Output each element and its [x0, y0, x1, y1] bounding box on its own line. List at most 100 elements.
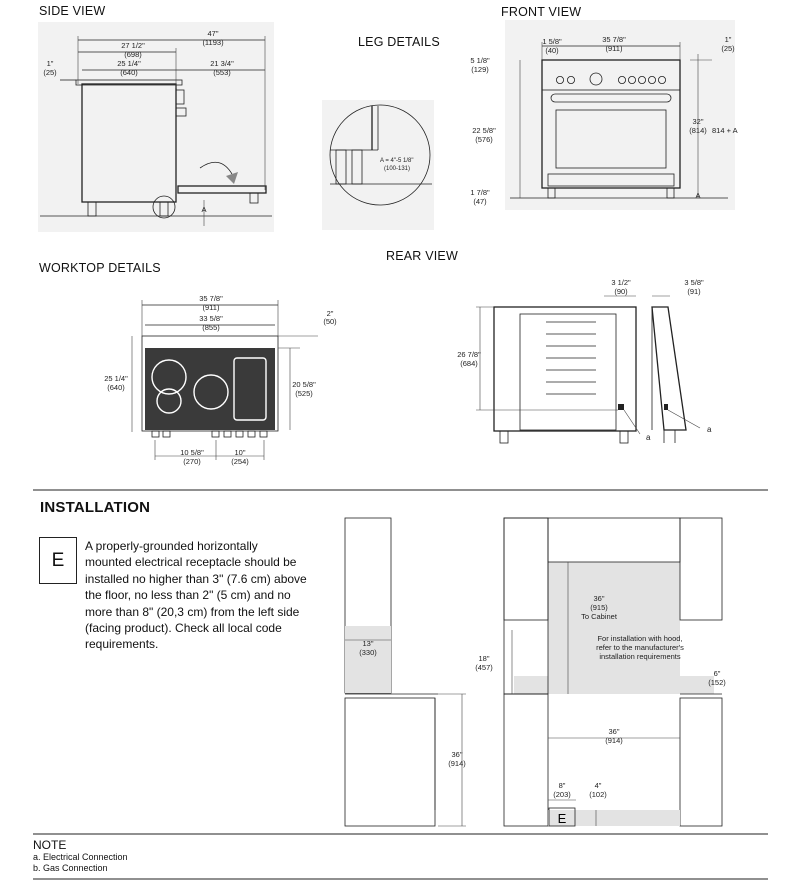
dim-front-1-mm: (25) [721, 44, 735, 53]
front-view-background [505, 20, 735, 210]
dim-1-7-8-mm: (47) [473, 197, 487, 206]
dim-27-mm: (698) [124, 50, 142, 59]
dim-25: 25 1/4" [117, 59, 141, 68]
lower-cabinet-right [679, 697, 723, 827]
installation-text-line: mounted electrical receptacle should be [85, 555, 297, 570]
rear-vent [546, 321, 596, 395]
hood-note-line: refer to the manufacturer's [596, 643, 684, 652]
knob-top [235, 430, 244, 438]
dim-13: 13" [362, 639, 373, 648]
clearance-zone-side [345, 626, 391, 693]
kick-panel [547, 173, 675, 187]
dim-worktop-2-mm: (50) [323, 317, 337, 326]
dim-36-cabinet: 36" [593, 594, 604, 603]
dim-3-5-8-mm: (91) [687, 287, 701, 296]
dim-a: A [201, 205, 206, 214]
dim-36-width-mm: (914) [605, 736, 623, 745]
knob-side [175, 89, 185, 105]
oven-handle [550, 93, 672, 103]
rear-panel [519, 313, 617, 431]
electrical-connection-rear [618, 404, 624, 410]
dim-3-1-2-mm: (90) [614, 287, 628, 296]
worktop-details-heading: WORKTOP DETAILS [39, 261, 161, 275]
dim-worktop-width: 35 7/8" [199, 294, 223, 303]
handle-side [175, 107, 187, 117]
electrical-badge-front: E [558, 811, 567, 826]
label-a-electrical: a [646, 433, 651, 442]
dim-27: 27 1/2" [121, 41, 145, 50]
dim-5-1-8-mm: (129) [471, 65, 489, 74]
knob-top [162, 430, 171, 438]
dim-18: 18" [478, 654, 489, 663]
knob-top [223, 430, 232, 438]
upper-cabinet-center [547, 517, 681, 563]
upper-cabinet-right [679, 517, 723, 621]
dim-rear-height-mm: (684) [460, 359, 478, 368]
dim-1-5-8: 1 5/8" [542, 37, 562, 46]
dim-rear-height: 26 7/8" [457, 350, 481, 359]
electrical-badge: E [39, 537, 77, 584]
installation-text-line: the floor, no less than 2" (5 cm) and no [85, 588, 291, 603]
dim-5-1-8: 5 1/8" [470, 56, 490, 65]
installation-side-drawing: 13" (330) 36" (914) [344, 517, 466, 827]
clearance-zone-front [548, 562, 680, 694]
worktop-drawing: 35 7/8" (911) 33 5/8" (855) 2" (50) 25 1… [104, 294, 337, 466]
leg-rear [619, 430, 629, 444]
burner-knob-icon [638, 76, 647, 85]
cooking-zone-bridge [233, 357, 267, 421]
burner-knob-icon [648, 76, 657, 85]
dim-18-mm: (457) [475, 663, 493, 672]
burner-knob-icon [567, 76, 576, 85]
dim-worktop-depth-mm: (640) [107, 383, 125, 392]
installation-text-line: installed no higher than 3" (7.6 cm) abo… [85, 571, 307, 586]
dim-47: 47" [207, 29, 218, 38]
dim-front-1: 1" [725, 35, 732, 44]
dim-1-7-8: 1 7/8" [470, 188, 490, 197]
dim-47-mm: (1193) [202, 38, 224, 47]
dim-1-5-8-mm: (40) [545, 46, 559, 55]
leg-detail-circle [329, 104, 431, 206]
door-support [249, 192, 259, 204]
side-view-drawing: 47" (1193) 27 1/2" (698) 25 1/4" (640) 2… [38, 22, 274, 232]
dim-21: 21 3/4" [210, 59, 234, 68]
cooktop-edge-side [75, 79, 183, 86]
control-panel [541, 59, 681, 91]
dim-36-width: 36" [608, 727, 619, 736]
dim-36-side: 36" [451, 750, 462, 759]
clearance-zone-left [514, 676, 548, 694]
knob-top [247, 430, 256, 438]
side-profile-rear [651, 306, 687, 431]
hood-note-line: installation requirements [599, 652, 681, 661]
dim-8-mm: (203) [553, 790, 571, 799]
cooking-zone-large [151, 359, 187, 395]
dim-front-width: 35 7/8" [602, 35, 626, 44]
dim-10-mm: (254) [231, 457, 249, 466]
rear-view-drawing: 3 1/2" (90) 3 5/8" (91) 26 7/8" (684) a … [457, 278, 712, 444]
oven-dial-icon [589, 72, 603, 86]
front-view-heading: FRONT VIEW [501, 5, 582, 19]
lower-cabinet-left [503, 693, 549, 827]
installation-text-line: more than 8" (20,3 cm) from the left sid… [85, 604, 300, 619]
dim-worktop-depth: 25 1/4" [104, 374, 128, 383]
upper-cabinet-left [503, 517, 549, 695]
dim-6: 6" [714, 669, 721, 678]
open-door-side [177, 185, 267, 194]
burner-knob-icon [658, 76, 667, 85]
range-body-rear [493, 306, 637, 432]
installation-text: A properly-grounded horizontally mounted… [85, 538, 325, 653]
dim-13-mm: (330) [359, 648, 377, 657]
dim-8: 8" [559, 781, 566, 790]
range-body-side [81, 83, 177, 203]
clearance-zone-right [680, 676, 714, 694]
dim-6-mm: (152) [708, 678, 726, 687]
leg-rear [499, 430, 509, 444]
dim-worktop-width-mm: (911) [203, 303, 220, 312]
knob-top [211, 430, 220, 438]
to-cabinet-label: To Cabinet [581, 612, 618, 621]
dim-worktop-inner: 33 5/8" [199, 314, 223, 323]
leg-formula-mm: (100-131) [384, 166, 410, 172]
dim-3-5-8: 3 5/8" [684, 278, 704, 287]
knob-top [259, 430, 268, 438]
door-swing-arrowhead [226, 172, 238, 184]
door-swing-arrow [199, 161, 233, 175]
